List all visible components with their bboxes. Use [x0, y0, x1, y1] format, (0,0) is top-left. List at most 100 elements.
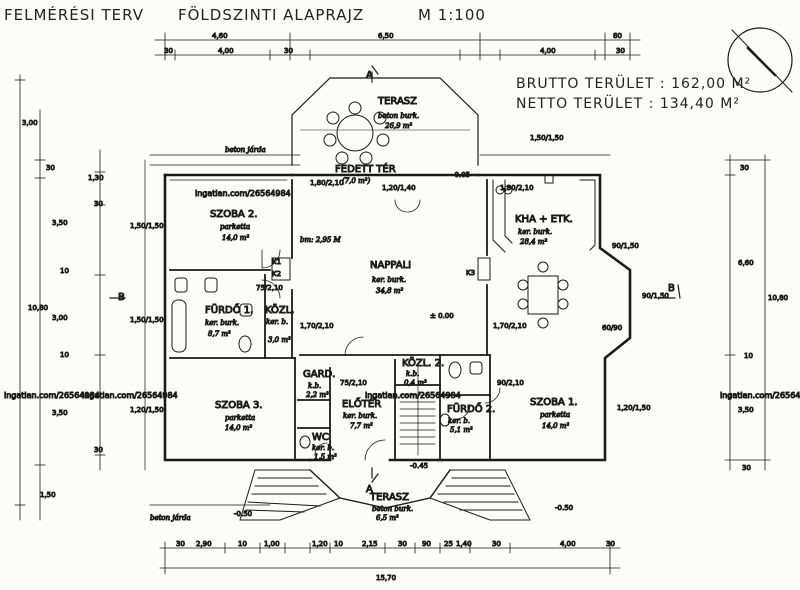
dim-right-2: 6,60 — [738, 259, 754, 267]
koz1-floor: ker. b. — [266, 318, 288, 326]
wc-name: WC — [312, 432, 329, 443]
section-a-top: A — [366, 70, 373, 81]
dim-bot-8: 30 — [398, 540, 407, 548]
wc-area: 1,5 m² — [314, 453, 337, 461]
szoba1-name: SZOBA 1. — [530, 397, 578, 408]
fedett-ter-area: (7,0 m²) — [342, 177, 371, 185]
koz1-name: KÖZL. — [265, 303, 294, 316]
dimension-lines — [14, 32, 771, 575]
door-dim-11: 90/2,10 — [497, 379, 524, 387]
gross-area: BRUTTO TERÜLET : 162,00 M² — [516, 76, 752, 92]
dim-left-9: 30 — [94, 446, 103, 454]
door-dim-14: 1,80/2,10 — [500, 184, 534, 192]
fedett-ter-name: FEDETT TÉR — [335, 162, 396, 175]
plan-scale: M 1:100 — [418, 6, 486, 24]
watermark-4: ingatlan.com/26564984 — [365, 391, 461, 400]
terasz-top-floor: beton burk. — [378, 112, 419, 120]
plan-kind: FELMÉRÉSI TERV — [4, 6, 144, 24]
dim-left-4: 3,50 — [52, 219, 68, 227]
door-dim-3: 75/2,10 — [256, 284, 283, 292]
dim-right-6: 30 — [742, 464, 751, 472]
interior-walls — [169, 179, 491, 459]
level-005: -0.05 — [452, 171, 470, 179]
dim-bot-7: 2,15 — [362, 540, 378, 548]
dim-bot-5: 1,20 — [312, 540, 328, 548]
dim-left-7: 10 — [60, 351, 69, 359]
door-dim-2: 1,50/1,50 — [130, 316, 164, 324]
furdo1-area: 8,7 m² — [208, 330, 231, 338]
szoba3-area: 14,0 m² — [225, 424, 252, 432]
kha-name: KHA + ETK. — [515, 214, 573, 225]
gard-floor: k.b. — [308, 382, 321, 390]
eloter-name: ELŐTÉR — [342, 396, 381, 410]
section-b-right: B — [668, 283, 675, 294]
dim-bot-6: 10 — [334, 540, 343, 548]
dim-bot-13: 4,00 — [560, 540, 576, 548]
dim-bot-3: 10 — [238, 540, 247, 548]
dim-left-5: 10 — [60, 267, 69, 275]
section-a-bottom: A — [366, 484, 373, 495]
beton-jarda-top: beton járda — [225, 146, 266, 154]
dim-top-1: 4,60 — [212, 32, 228, 40]
dim-bot-11: 1,40 — [456, 540, 472, 548]
furdo2-name: FÜRDŐ 2. — [447, 401, 495, 415]
level-050-left: -0.50 — [234, 510, 252, 518]
door-dim-7: 1,20/1,50 — [617, 404, 651, 412]
terasz-bottom-area: 6,5 m² — [376, 514, 399, 522]
dim-bot-1: 30 — [176, 540, 185, 548]
furdo1-floor: ker. burk. — [205, 319, 239, 327]
terasz-top-name: TERASZ — [377, 96, 417, 107]
door-dim-9: 90/1,50 — [642, 292, 669, 300]
kha-area: 28,4 m² — [519, 238, 547, 246]
dim-right-5: 3,50 — [738, 406, 754, 414]
watermark-1: ingatlan.com/26564984 — [195, 189, 291, 198]
eloter-area: 7,7 m² — [350, 422, 373, 430]
kha-floor: ker. burk. — [518, 228, 552, 236]
door-swings — [261, 199, 501, 461]
dim-left-1: 30 — [46, 164, 55, 172]
terasz-top-area: 26,9 m² — [384, 122, 412, 130]
dim-bot-10: 25 — [444, 540, 453, 548]
dim-bot-total: 15,70 — [376, 574, 396, 582]
dim-left-8: 3,50 — [52, 409, 68, 417]
door-dim-8: 1,20/1,50 — [130, 406, 164, 414]
gard-area: 2,2 m² — [305, 391, 329, 399]
watermark-2: ingatlan.com/26564984 — [4, 391, 100, 400]
level-050-right: -0.50 — [555, 504, 573, 512]
dim-left-10: 1,50 — [40, 491, 56, 499]
furdo2-area: 5,1 m² — [450, 426, 473, 434]
dim-right-3: 10,80 — [768, 294, 788, 302]
dim-top-2: 6,50 — [378, 32, 394, 40]
furdo1-name: FÜRDŐ 1. — [205, 302, 253, 316]
k2-label: K2 — [272, 270, 281, 278]
szoba2-name: SZOBA 2. — [210, 209, 258, 220]
door-dim-13: 1,80/2,10 — [310, 179, 344, 187]
szoba1-floor: parketta — [540, 411, 570, 419]
door-dim-16: 60/90 — [602, 324, 622, 332]
nappali-area: 34,8 m² — [376, 287, 403, 295]
terrace-top — [291, 77, 479, 166]
k3-label: K3 — [466, 269, 475, 277]
net-area: NETTO TERÜLET : 134,40 M² — [516, 96, 740, 112]
dim-top-r2-2: 4,00 — [218, 47, 234, 55]
wc-floor: ker. b. — [312, 444, 334, 452]
level-045: -0.45 — [410, 462, 428, 470]
szoba3-name: SZOBA 3. — [215, 400, 263, 411]
round-table-icon — [323, 101, 390, 165]
dim-top-r2-4: 4,00 — [540, 47, 556, 55]
dim-top-r2-5: 30 — [616, 47, 625, 55]
furdo2-floor: ker. b. — [448, 417, 470, 425]
dim-left-outer-1: 3,00 — [22, 119, 38, 127]
dim-left-2: 1,30 — [88, 174, 104, 182]
szoba2-area: 14,0 m² — [222, 234, 249, 242]
staircase — [399, 364, 436, 456]
door-dim-10: 90/1,50 — [612, 242, 639, 250]
k1-label: K1 — [272, 258, 281, 266]
szoba2-floor: parketta — [220, 223, 250, 231]
beton-jarda-bottom: beton járda — [150, 514, 191, 522]
koz1-area: 3,0 m² — [268, 336, 291, 344]
door-dim-15: 1,50/1,50 — [530, 134, 564, 142]
eloter-floor: ker. burk. — [343, 412, 377, 420]
szoba1-area: 14,0 m² — [542, 422, 569, 430]
szoba3-floor: parketta — [225, 414, 255, 422]
